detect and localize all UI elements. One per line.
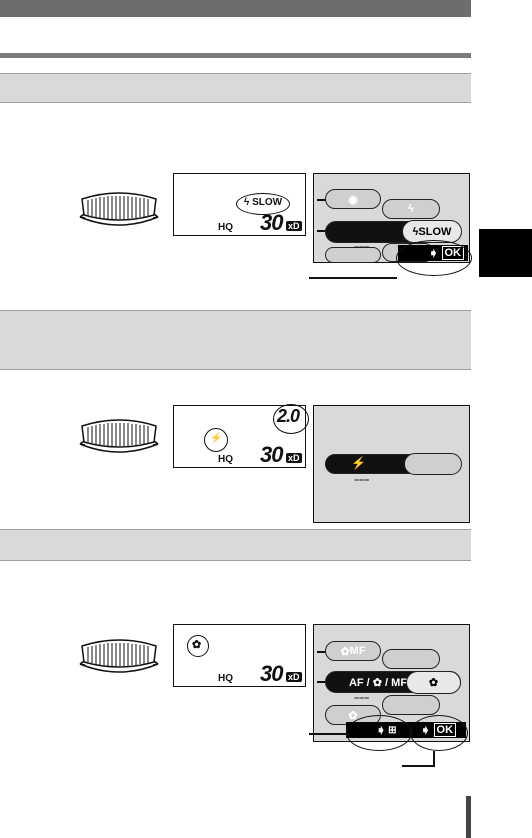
media-badge: xD [286,672,302,682]
super-macro-mf-option: ✿MF [325,641,381,661]
red-eye-option: ◉ [325,189,381,209]
flash-option: ϟ [382,199,440,219]
frame-count: 30 [260,210,284,235]
flash-icon: ϟ [408,203,414,215]
flash-comp-glyph: ⚡ [210,433,223,444]
page-edge-rule [466,796,471,838]
aperture-readout: 2.0 [277,406,300,426]
slow-sync-icon: ϟ SLOW [244,197,282,208]
macro-glyph: ✿ [192,639,202,651]
lcd-panel-1: ϟ SLOW HQ 30 xD [173,173,306,236]
header-bar [0,0,471,17]
macro-selected-option: ✿ [406,671,461,694]
macro-icon: ✿ [428,677,439,689]
quality-label: HQ [218,222,233,233]
blank-option-2 [382,695,440,715]
dial-icon [76,418,162,458]
menu-screen-2: ⚡ ⩶ [313,405,470,523]
blank-option [382,649,440,669]
down-indicator: ⩶ [354,474,370,484]
frame-count: 30 [260,442,284,467]
macro-icon: ✿ [372,676,382,689]
flash-icon: ϟ [412,225,419,238]
section-rule [0,53,471,58]
frame-count: 30 [260,661,284,686]
callout-line [402,765,435,767]
af-target-highlight-ellipse [346,715,412,751]
macro-icon [187,635,209,657]
dial-icon [76,191,162,231]
highlight-ellipse [273,404,309,434]
lcd-mode-label: SLOW [252,197,283,208]
dial-icon [76,638,162,678]
highlight-ellipse [236,193,290,215]
lcd-panel-2: 2.0 ⚡ HQ 30 xD [173,404,309,468]
quality-label: HQ [218,673,233,684]
chapter-tab [479,229,532,277]
flash-icon: ϟ [244,197,253,208]
down-indicator: ⩶ [354,692,370,702]
ok-highlight-ellipse [410,715,468,751]
flash-comp-icon [204,428,228,452]
section-2-heading-band [0,310,471,370]
callout-line [309,277,397,279]
section-1-heading-band [0,73,471,103]
callout-line [433,751,435,765]
media-badge: xD [286,453,302,463]
callout-line [309,733,349,735]
lcd-panel-3: ✿ HQ 30 xD [173,624,306,687]
quality-label: HQ [218,454,233,465]
value-option [404,453,462,475]
red-eye-icon: ◉ [348,193,358,206]
down-indicator: ⩶ [354,241,370,251]
super-macro-icon: ✿ [340,645,350,658]
flash-comp-icon: ⚡ [351,456,366,470]
section-3-heading-band [0,529,471,561]
media-badge: xD [286,221,302,231]
super-macro-icon: ✿ [348,709,358,722]
blank-option [325,247,381,263]
ok-highlight-ellipse [396,240,472,276]
